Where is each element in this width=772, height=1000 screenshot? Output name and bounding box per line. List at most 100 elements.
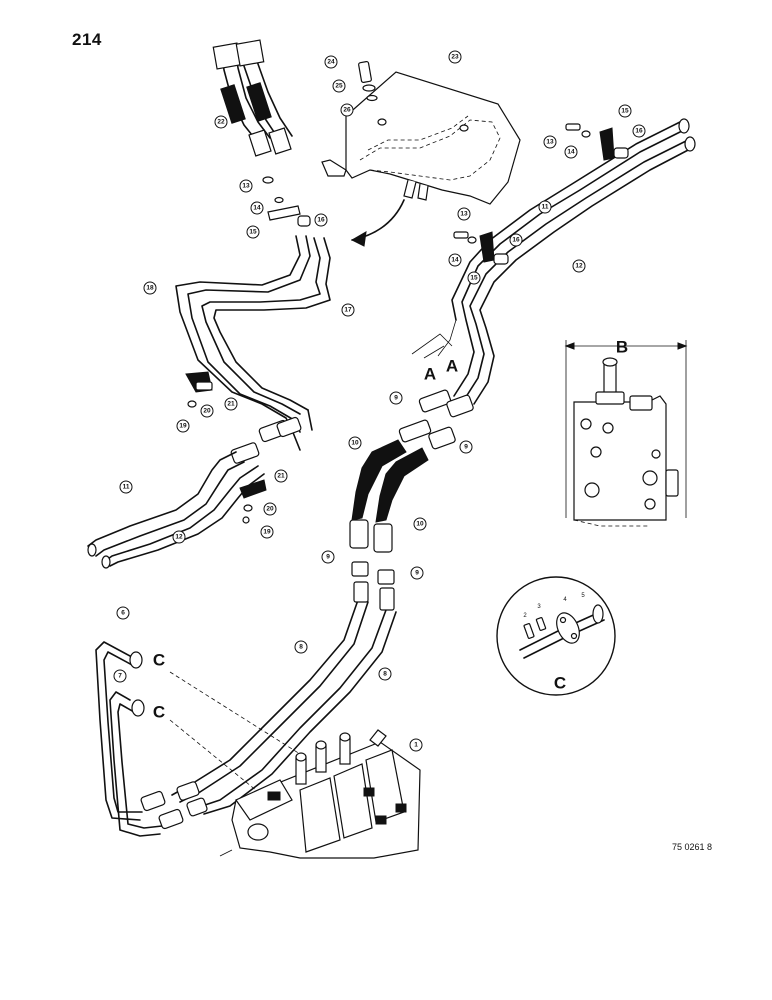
callout-20-top: 20	[200, 404, 214, 418]
tubes-6-7	[95, 641, 208, 837]
callout-9-right: 9	[410, 566, 424, 580]
callout-16-right-top: 16	[632, 124, 646, 138]
svg-text:8: 8	[383, 671, 387, 678]
callout-8-upper: 8	[294, 640, 308, 654]
control-valve-1	[219, 729, 421, 859]
svg-text:26: 26	[343, 107, 351, 114]
svg-text:20: 20	[266, 506, 274, 513]
callout-10-upper: 10	[348, 436, 362, 450]
tubes-11-12-left	[87, 416, 302, 569]
callout-13-left: 13	[239, 179, 253, 193]
svg-text:13: 13	[460, 211, 468, 218]
callout-13-right: 13	[457, 207, 471, 221]
callout-14-left: 14	[250, 201, 264, 215]
clamp-assembly-left	[262, 176, 311, 227]
svg-text:16: 16	[512, 237, 520, 244]
shield-23	[321, 71, 521, 247]
svg-text:9: 9	[394, 395, 398, 402]
callout-25: 25	[332, 79, 346, 93]
svg-text:15: 15	[470, 275, 478, 282]
callout-7: 7	[113, 669, 127, 683]
detail-c-label-5: 5	[581, 593, 585, 599]
svg-text:20: 20	[203, 408, 211, 415]
callout-12-left: 12	[172, 530, 186, 544]
svg-text:8: 8	[299, 644, 303, 651]
figure-code: 75 0261 8	[672, 842, 713, 852]
callout-21-top: 21	[224, 397, 238, 411]
svg-text:10: 10	[416, 521, 424, 528]
view-letter-c-detail: C	[554, 674, 566, 693]
svg-text:14: 14	[567, 149, 575, 156]
svg-text:19: 19	[263, 529, 271, 536]
svg-text:12: 12	[175, 534, 183, 541]
svg-text:19: 19	[179, 423, 187, 430]
callout-15-left: 15	[246, 225, 260, 239]
callout-21-bottom: 21	[274, 469, 288, 483]
callout-24: 24	[324, 55, 338, 69]
page-number: 214	[72, 30, 102, 49]
callout-12-right: 12	[572, 259, 586, 273]
detail-c	[496, 576, 616, 696]
svg-text:14: 14	[253, 205, 261, 212]
tubes-8	[171, 581, 397, 815]
clamp-assembly-middle	[185, 371, 267, 524]
callout-9-upper: 9	[389, 391, 403, 405]
svg-text:11: 11	[123, 484, 130, 491]
callout-14-right-top: 14	[564, 145, 578, 159]
view-letter-c-2: C	[153, 703, 165, 722]
callout-19-top: 19	[176, 419, 190, 433]
callout-1: 1	[409, 738, 423, 752]
callout-14-right: 14	[448, 253, 462, 267]
detail-b	[564, 340, 688, 527]
callout-15-right-top: 15	[618, 104, 632, 118]
svg-text:6: 6	[121, 610, 125, 617]
clamp-assembly-right	[453, 123, 629, 265]
detail-c-label-3: 3	[537, 604, 541, 610]
callout-23: 23	[448, 50, 462, 64]
view-letter-markers: A A B C C C	[153, 333, 628, 722]
callout-22: 22	[214, 115, 228, 129]
callout-16-left: 16	[314, 213, 328, 227]
svg-text:23: 23	[451, 54, 459, 61]
svg-text:11: 11	[542, 204, 549, 211]
view-letter-b: B	[616, 338, 628, 357]
view-letter-c-1: C	[153, 651, 165, 670]
callout-26: 26	[340, 103, 354, 117]
svg-text:18: 18	[146, 285, 154, 292]
view-letter-a-2: A	[446, 357, 458, 376]
view-letter-a-1: A	[424, 365, 436, 384]
svg-text:16: 16	[317, 217, 325, 224]
svg-text:22: 22	[217, 119, 225, 126]
svg-text:24: 24	[327, 59, 335, 66]
svg-text:17: 17	[344, 307, 352, 314]
tubes-17-18	[175, 235, 331, 451]
svg-text:21: 21	[227, 401, 235, 408]
svg-text:15: 15	[249, 229, 257, 236]
svg-text:16: 16	[635, 128, 643, 135]
svg-text:12: 12	[575, 263, 583, 270]
detail-c-label-2: 2	[523, 613, 527, 619]
svg-text:13: 13	[242, 183, 250, 190]
shield-bolt	[358, 61, 378, 102]
svg-text:15: 15	[621, 108, 629, 115]
svg-text:9: 9	[415, 570, 419, 577]
svg-text:1: 1	[414, 742, 418, 749]
callout-18: 18	[143, 281, 157, 295]
callout-13-right-top: 13	[543, 135, 557, 149]
callout-20-bottom: 20	[263, 502, 277, 516]
callout-16-right: 16	[509, 233, 523, 247]
svg-text:25: 25	[335, 83, 343, 90]
callout-11-right: 11	[538, 200, 552, 214]
svg-text:10: 10	[351, 440, 359, 447]
callout-10-lower: 10	[413, 517, 427, 531]
callout-15-right: 15	[467, 271, 481, 285]
callout-9-left: 9	[321, 550, 335, 564]
svg-text:9: 9	[464, 444, 468, 451]
callout-8-lower: 8	[378, 667, 392, 681]
detail-c-labels: 2 3 4 5	[523, 593, 585, 619]
svg-text:13: 13	[546, 139, 554, 146]
callout-17: 17	[341, 303, 355, 317]
svg-text:14: 14	[451, 257, 459, 264]
svg-text:21: 21	[277, 473, 285, 480]
